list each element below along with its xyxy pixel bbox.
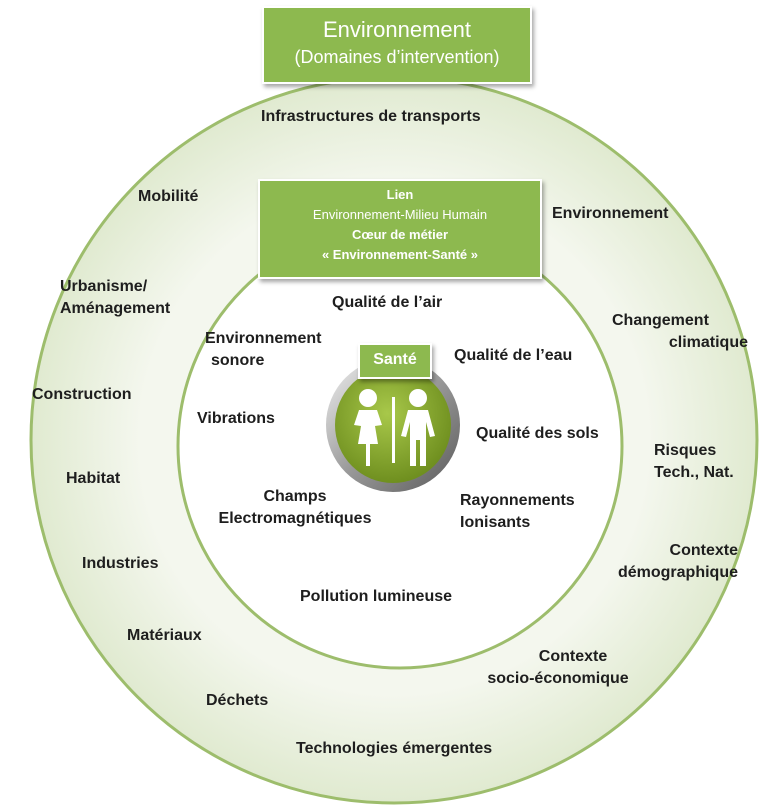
label-qualite-air: Qualité de l’air: [332, 294, 443, 311]
label-materiaux: Matériaux: [127, 627, 202, 644]
label-env-sonore-line1: Environnement: [205, 330, 322, 347]
label-changement: Changement climatique: [600, 310, 748, 354]
label-rayonnements-line1: Rayonnements: [460, 492, 575, 509]
sante-label: Santé: [373, 351, 417, 368]
label-env-sonore-line2: sonore: [211, 352, 265, 369]
link-box-line2: Environnement-Milieu Humain: [312, 207, 488, 222]
label-urbanisme-line1: Urbanisme/: [60, 278, 148, 295]
label-contexte-socio-line1: Contexte: [538, 648, 608, 665]
label-industries: Industries: [82, 555, 159, 572]
label-changement-line1: Changement: [612, 312, 709, 329]
label-vibrations: Vibrations: [197, 410, 275, 427]
link-box: Lien Environnement-Milieu Humain Cœur de…: [258, 179, 542, 279]
label-urbanisme: Urbanisme/ Aménagement: [60, 276, 170, 320]
sante-box: Santé: [358, 343, 432, 379]
header-title: Environnement: [323, 17, 471, 42]
link-box-line3: Cœur de métier: [351, 227, 449, 242]
environment-header-box: Environnement (Domaines d’intervention): [262, 6, 532, 84]
people-icon: [354, 389, 435, 466]
header-subtitle: (Domaines d’intervention): [294, 47, 500, 67]
label-contexte-demo-line2: démographique: [617, 564, 738, 581]
label-champs-line1: Champs: [263, 488, 327, 505]
label-risques: Risques Tech., Nat.: [640, 440, 760, 484]
link-box-line1: Lien: [386, 187, 414, 202]
label-contexte-demo: Contexte démographique: [586, 540, 738, 584]
label-construction: Construction: [32, 386, 132, 403]
label-risques-line2: Tech., Nat.: [654, 464, 734, 481]
link-box-line4: « Environnement-Santé »: [321, 247, 479, 262]
label-technologies: Technologies émergentes: [296, 740, 493, 757]
label-rayonnements-line2: Ionisants: [460, 514, 531, 531]
label-urbanisme-line2: Aménagement: [60, 300, 171, 317]
label-rayonnements: Rayonnements Ionisants: [460, 490, 575, 534]
label-qualite-sols: Qualité des sols: [476, 425, 599, 442]
label-env-sonore: Environnement sonore: [205, 328, 321, 372]
label-mobilite: Mobilité: [138, 188, 199, 205]
label-environnement: Environnement: [552, 205, 669, 222]
label-champs: Champs Electromagnétiques: [200, 486, 390, 530]
label-pollution-lumineuse: Pollution lumineuse: [300, 588, 453, 605]
label-qualite-eau: Qualité de l’eau: [454, 347, 573, 364]
label-changement-line2: climatique: [668, 334, 748, 351]
label-transport: Infrastructures de transports: [261, 108, 481, 125]
label-contexte-demo-line1: Contexte: [669, 542, 738, 559]
label-champs-line2: Electromagnétiques: [218, 510, 372, 527]
label-habitat: Habitat: [66, 470, 121, 487]
label-dechets: Déchets: [206, 692, 269, 709]
label-contexte-socio-line2: socio-économique: [487, 670, 629, 687]
label-contexte-socio: Contexte socio-économique: [468, 646, 648, 690]
label-risques-line1: Risques: [654, 442, 717, 459]
